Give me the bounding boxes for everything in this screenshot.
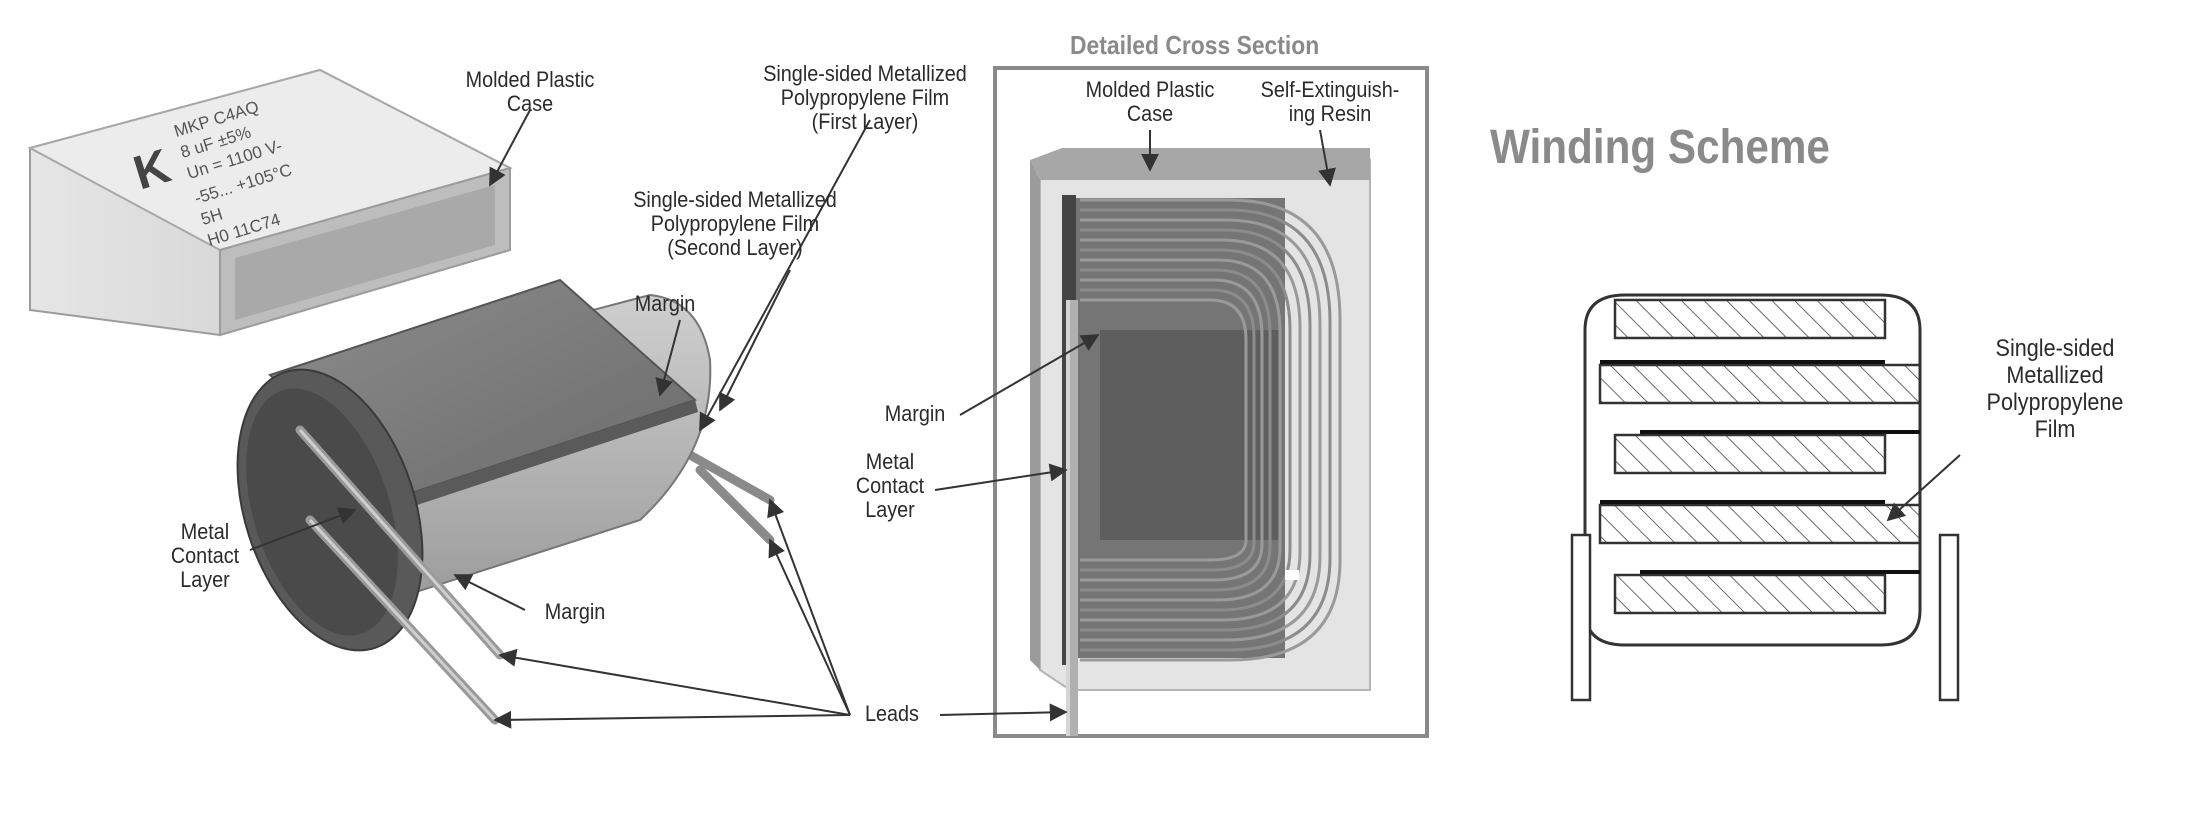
label-margin-bottom: Margin bbox=[544, 599, 606, 624]
winding-scheme bbox=[1570, 293, 1961, 702]
label-margin-top: Margin bbox=[634, 291, 696, 316]
winding-scheme-title: Winding Scheme bbox=[1490, 121, 1830, 174]
label-cs-margin: Margin bbox=[884, 401, 946, 426]
label-cs-resin: Self-Extinguish- ing Resin bbox=[1260, 77, 1400, 126]
label-cs-molded-plastic-case: Molded Plastic Case bbox=[1085, 77, 1215, 126]
label-leads: Leads bbox=[865, 701, 919, 726]
label-molded-plastic-case: Molded Plastic Case bbox=[465, 67, 595, 116]
cross-section-title: Detailed Cross Section bbox=[1070, 30, 1320, 60]
label-film-first-layer: Single-sided Metallized Polypropylene Fi… bbox=[763, 61, 967, 134]
label-film-second-layer: Single-sided Metallized Polypropylene Fi… bbox=[633, 187, 837, 260]
arrows-3d bbox=[249, 109, 871, 729]
film-layers bbox=[1598, 298, 1922, 615]
label-metal-contact-layer: Metal Contact Layer bbox=[170, 519, 240, 592]
case-marking: K MKP C4AQ 8 uF ±5% Un = 1100 V- -55... … bbox=[128, 97, 294, 250]
molded-plastic-case bbox=[27, 68, 513, 337]
cross-section-winding bbox=[1075, 198, 1342, 662]
arrows-cross-section bbox=[934, 129, 1336, 722]
cross-section bbox=[934, 66, 1429, 738]
label-ws-film: Single-sided Metallized Polypropylene Fi… bbox=[1986, 335, 2124, 443]
winding-element bbox=[236, 278, 775, 725]
capacitor-3d: K MKP C4AQ 8 uF ±5% Un = 1100 V- -55... … bbox=[27, 68, 871, 729]
label-cs-metal-contact-layer: Metal Contact Layer bbox=[855, 449, 925, 522]
